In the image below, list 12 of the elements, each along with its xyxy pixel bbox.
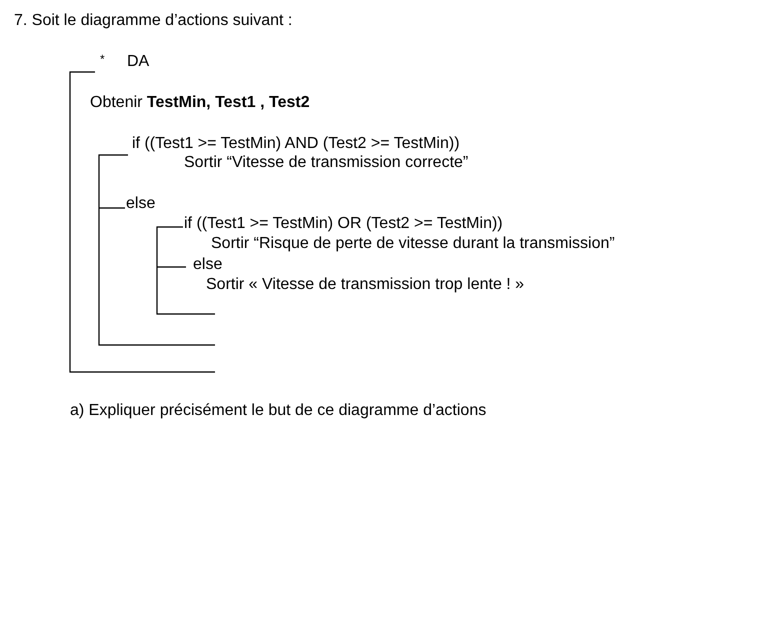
code-line: Sortir “Risque de perte de vitesse durant la transmission” (211, 234, 615, 253)
code-line: else (193, 255, 222, 274)
question-title: 7. Soit le diagramme d’actions suivant : (14, 11, 292, 30)
code-line: if ((Test1 >= TestMin) OR (Test2 >= TestMin)) (184, 214, 503, 233)
code-line: if ((Test1 >= TestMin) AND (Test2 >= TestMin)) (132, 134, 460, 153)
diagram-name: DA (127, 52, 150, 71)
code-line: Sortir « Vitesse de transmission trop lente ! » (206, 275, 524, 294)
code-line: Obtenir TestMin, Test1 , Test2 (90, 93, 310, 112)
asterisk-mark: * (100, 51, 105, 68)
code-line: else (126, 194, 156, 213)
question-text: a) Expliquer précisément le but de ce diagramme d’actions (70, 401, 486, 420)
code-line: Sortir “Vitesse de transmission correcte” (184, 153, 468, 172)
